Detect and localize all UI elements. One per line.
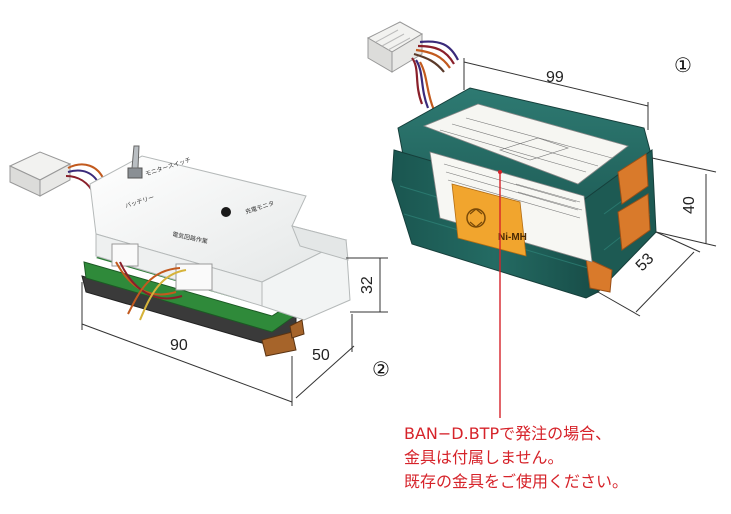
battery-wires <box>411 40 459 111</box>
toggle-switch <box>127 145 143 179</box>
order-note-line-2: 金具は付属しません。 <box>404 448 564 467</box>
unit-length-dimension: 90 <box>170 337 188 354</box>
battery-chemistry-label: Ni-MH <box>498 232 527 243</box>
battery-end-cap-bottom <box>617 193 651 251</box>
order-note-line-1: BAN−D.BTPで発注の場合、 <box>404 424 612 443</box>
monitor-lamp <box>221 207 231 217</box>
battery-connector <box>366 21 424 73</box>
battery-dimension-lines <box>463 58 717 317</box>
battery-end-cap-top <box>617 153 649 205</box>
battery-pack: Ni-MH <box>366 21 657 299</box>
battery-length-dimension: 99 <box>546 69 564 86</box>
order-note: BAN−D.BTPで発注の場合、 金具は付属しません。 既存の金具をご使用くださ… <box>404 422 724 494</box>
unit-connector <box>8 151 72 197</box>
battery-nimh-label <box>451 183 527 257</box>
unit-marker: ② <box>372 359 390 381</box>
battery-marker: ① <box>674 55 692 77</box>
order-note-line-3: 既存の金具をご使用ください。 <box>404 472 629 491</box>
battery-depth-dimension: 53 <box>633 250 658 275</box>
unit-height-dimension: 32 <box>359 276 376 294</box>
unit-dimension-lines <box>81 257 388 406</box>
battery-height-dimension: 40 <box>681 196 698 214</box>
note-leader-line <box>498 170 502 418</box>
control-unit: モニタースイッチ バッテリー 充電モニタ 電気回路作業 <box>8 145 351 357</box>
unit-depth-dimension: 50 <box>312 347 330 364</box>
battery-label-sheet <box>422 103 629 185</box>
